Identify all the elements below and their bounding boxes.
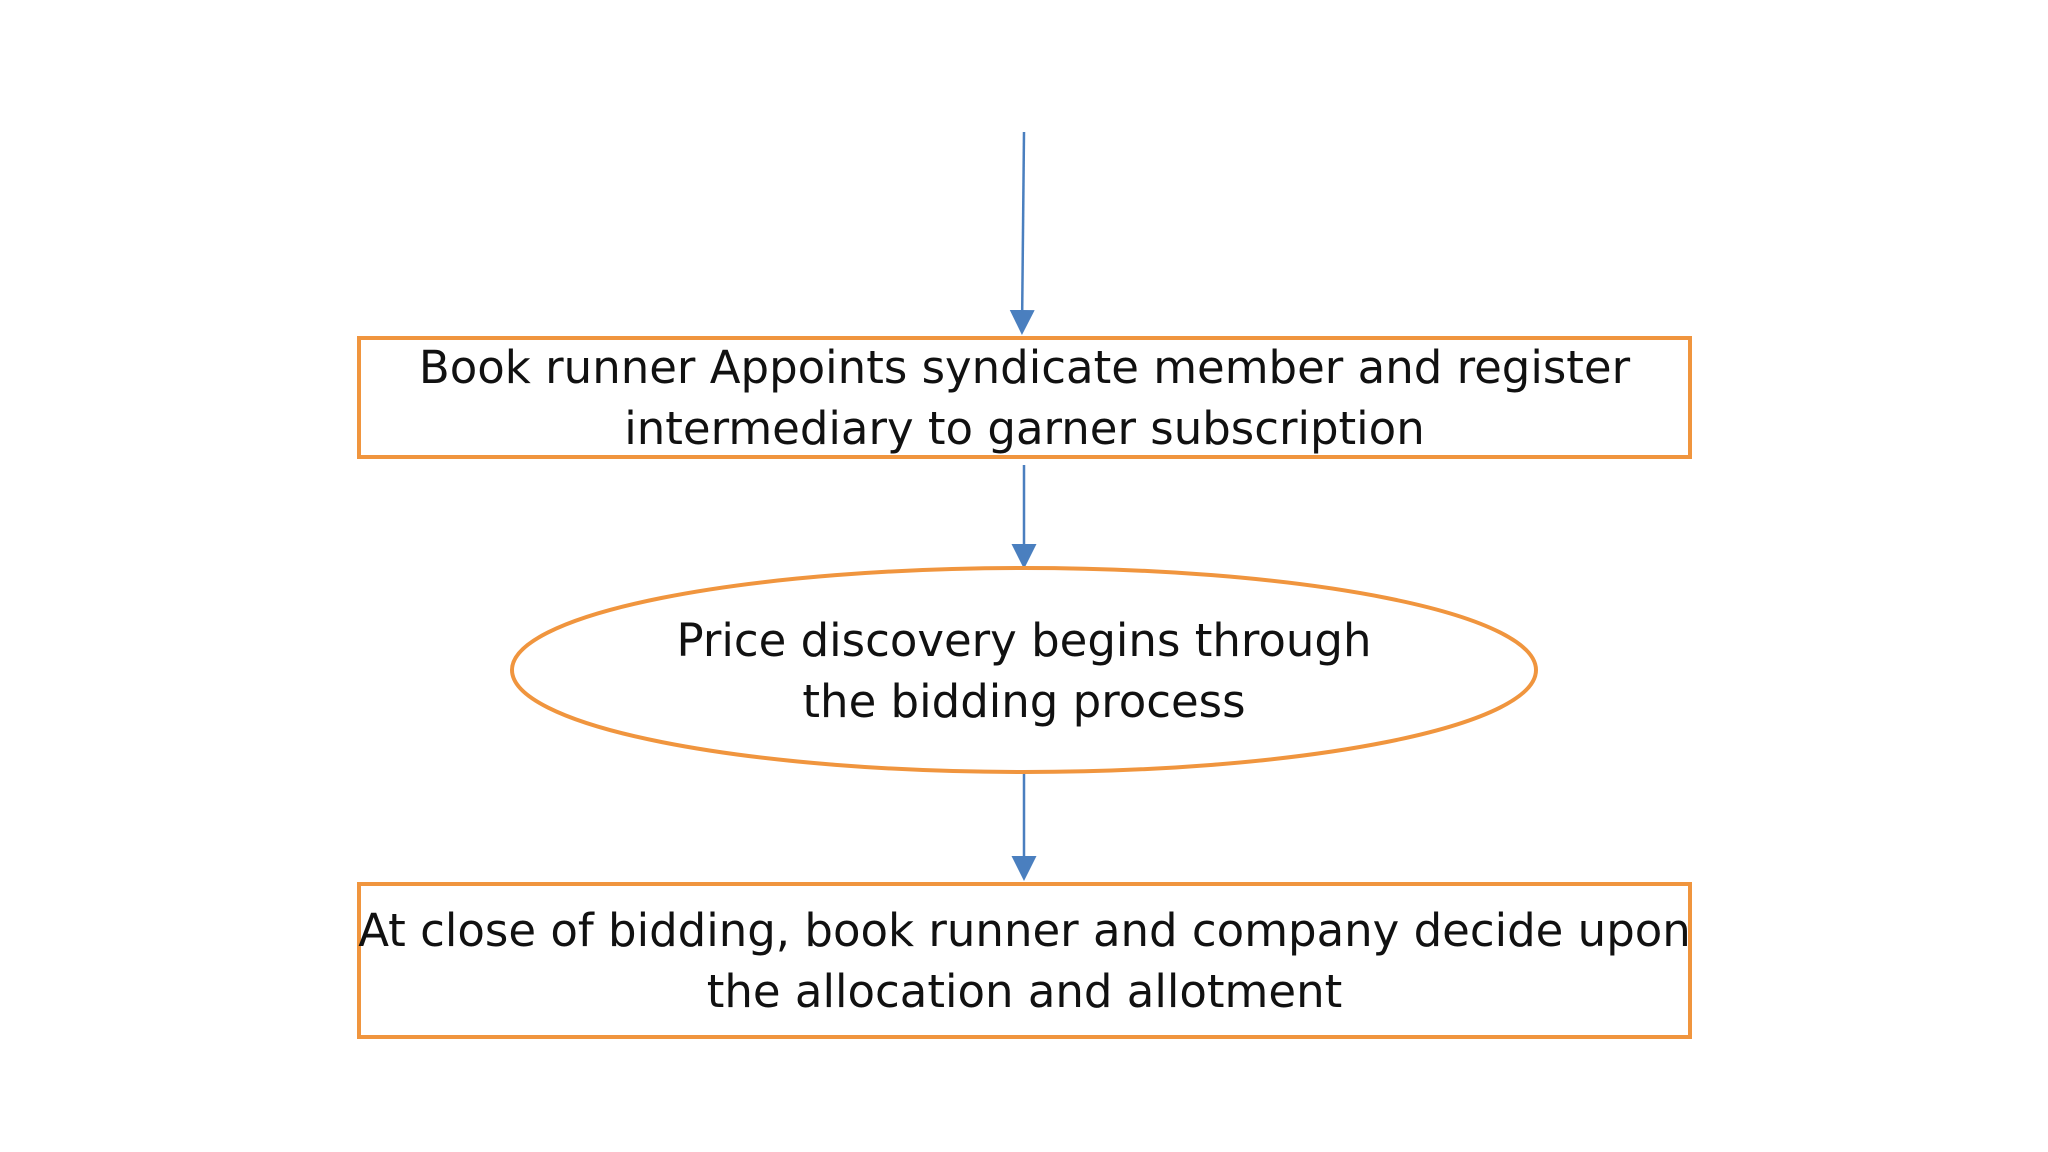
step-1-label: Book runner Appoints syndicate member an… xyxy=(419,337,1630,459)
step-3-line-2: the allocation and allotment xyxy=(706,964,1343,1018)
step-3-box: At close of bidding, book runner and com… xyxy=(357,882,1692,1039)
step-2-label: Price discovery begins through the biddi… xyxy=(676,610,1371,732)
step-1-line-1: Book runner Appoints syndicate member an… xyxy=(418,340,1631,394)
step-3-label: At close of bidding, book runner and com… xyxy=(358,900,1691,1022)
step-2-ellipse xyxy=(510,566,1538,774)
step-2-line-2: the bidding process xyxy=(802,675,1246,728)
step-1-box: Book runner Appoints syndicate member an… xyxy=(357,336,1692,459)
step-3-line-1: At close of bidding, book runner and com… xyxy=(358,903,1691,957)
step-2-line-1: Price discovery begins through xyxy=(676,614,1372,667)
step-2-node: Price discovery begins through the biddi… xyxy=(510,568,1538,774)
arrow-entry xyxy=(1009,131,1035,335)
step-1-line-2: intermediary to garner subscription xyxy=(624,401,1425,455)
